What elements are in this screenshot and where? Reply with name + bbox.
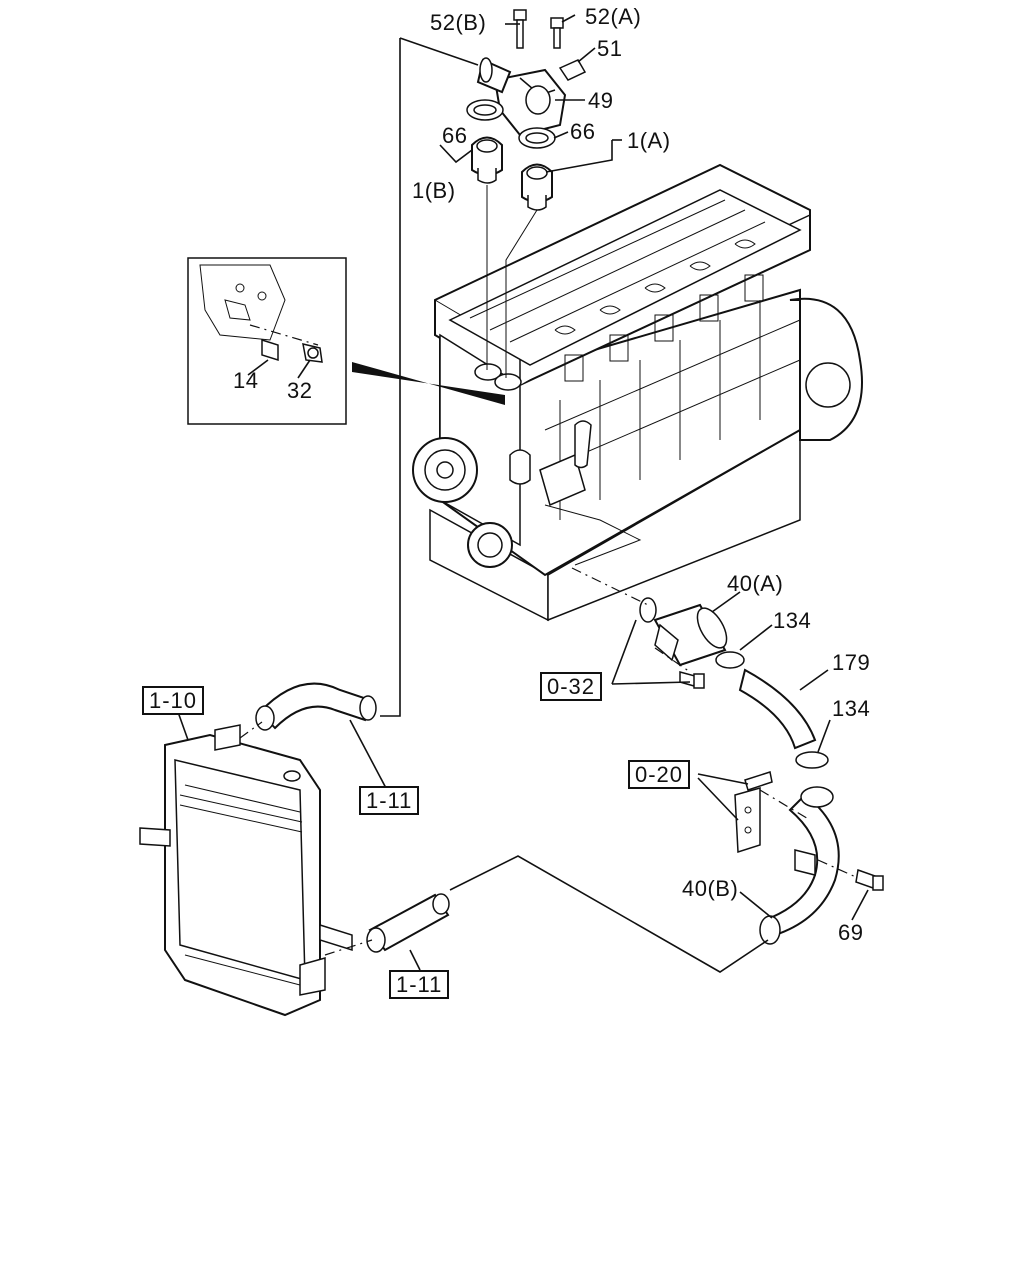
ref-box-0-20[interactable]: 0-20 bbox=[628, 760, 691, 789]
label-66-left: 66 bbox=[442, 123, 468, 148]
label-52b: 52(B) bbox=[430, 10, 487, 35]
label-66-right: 66 bbox=[570, 119, 596, 144]
label-32: 32 bbox=[287, 378, 313, 403]
label-49: 49 bbox=[588, 88, 614, 113]
ref-box-1-11-upper[interactable]: 1-11 bbox=[359, 786, 420, 815]
thermostat-assembly bbox=[466, 9, 587, 378]
label-52a: 52(A) bbox=[585, 4, 642, 29]
label-134-top: 134 bbox=[773, 608, 812, 633]
label-40b: 40(B) bbox=[682, 876, 739, 901]
label-1b: 1(B) bbox=[412, 178, 456, 203]
label-40a: 40(A) bbox=[727, 571, 784, 596]
leader-lines bbox=[177, 14, 869, 973]
detail-inset bbox=[187, 257, 505, 425]
radiator bbox=[139, 724, 353, 1017]
radiator-hoses bbox=[239, 682, 450, 956]
engine-block bbox=[412, 163, 863, 622]
ref-box-0-32[interactable]: 0-32 bbox=[540, 672, 603, 701]
label-14: 14 bbox=[233, 368, 259, 393]
label-69: 69 bbox=[838, 920, 864, 945]
label-134-bottom: 134 bbox=[832, 696, 871, 721]
ref-box-1-10[interactable]: 1-10 bbox=[142, 686, 205, 715]
label-1a: 1(A) bbox=[627, 128, 671, 153]
ref-box-1-11-lower[interactable]: 1-11 bbox=[389, 970, 450, 999]
label-179: 179 bbox=[832, 650, 871, 675]
label-51: 51 bbox=[597, 36, 623, 61]
outlet-pipes bbox=[571, 567, 884, 945]
